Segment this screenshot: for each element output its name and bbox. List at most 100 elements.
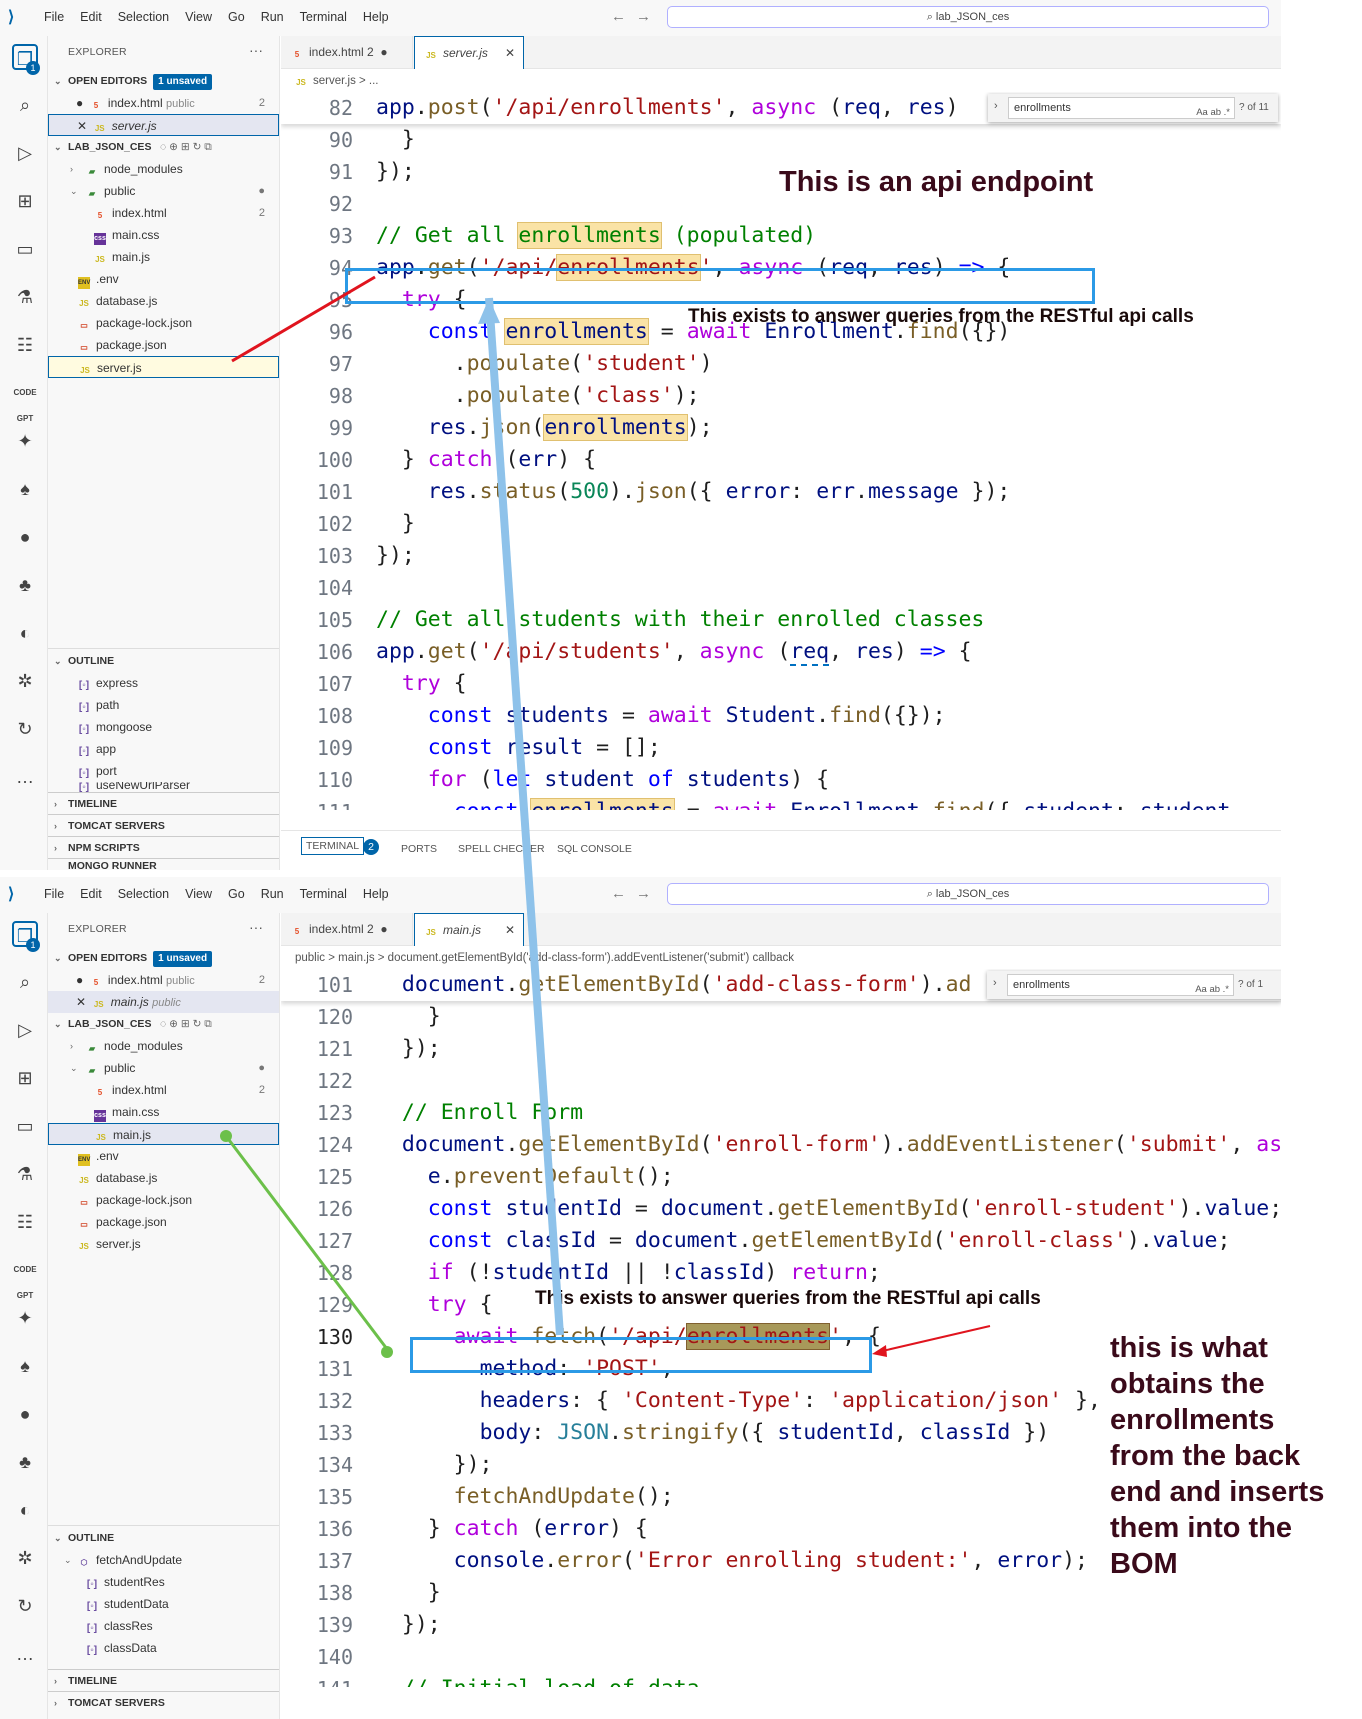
outline-item[interactable]: [◦]port bbox=[48, 760, 279, 782]
timeline-icon[interactable]: ◐ bbox=[19, 623, 31, 643]
explorer-more-icon[interactable]: ··· bbox=[249, 919, 263, 935]
live-share-icon[interactable]: ↻ bbox=[17, 1596, 33, 1616]
tree-public[interactable]: ⌄▰public● bbox=[48, 1057, 279, 1079]
toggle-replace-icon[interactable]: › bbox=[993, 977, 997, 989]
mongodb-leaf-icon[interactable]: ♠ bbox=[20, 479, 30, 499]
tab-spell-checker[interactable]: SPELL CHECKER bbox=[458, 843, 545, 855]
timeline-section[interactable]: ›TIMELINE bbox=[48, 792, 279, 814]
clipboard-icon[interactable]: ☷ bbox=[16, 1212, 34, 1232]
github-icon[interactable]: ● bbox=[19, 527, 31, 547]
run-debug-icon[interactable]: ▷ bbox=[18, 1020, 32, 1040]
outline-item[interactable]: [◦]useNewUrlParser bbox=[48, 782, 279, 792]
explorer-actions-icon[interactable]: ◌ ⊕ ⊞ ↻ ⧉ bbox=[160, 1018, 212, 1030]
menu-edit[interactable]: Edit bbox=[80, 887, 102, 901]
tree-package-json[interactable]: ▭package.json bbox=[48, 334, 279, 356]
explorer-more-icon[interactable]: ··· bbox=[249, 42, 263, 58]
outline-item[interactable]: [◦]classData bbox=[48, 1637, 279, 1659]
python-icon[interactable]: ♣ bbox=[19, 575, 31, 595]
tree-public[interactable]: ⌄▰public● bbox=[48, 180, 279, 202]
tab-ports[interactable]: PORTS bbox=[401, 843, 437, 855]
project-section[interactable]: ⌄LAB_JSON_CES◌ ⊕ ⊞ ↻ ⧉ bbox=[48, 136, 279, 158]
tree-env[interactable]: ENV.env bbox=[48, 1145, 279, 1167]
find-options[interactable]: Aa ab .* bbox=[1195, 984, 1229, 995]
outline-item[interactable]: [◦]studentData bbox=[48, 1593, 279, 1615]
outline-item[interactable]: [◦]path bbox=[48, 694, 279, 716]
timeline-icon[interactable]: ◐ bbox=[19, 1500, 31, 1520]
live-share-icon[interactable]: ↻ bbox=[17, 719, 33, 739]
kubernetes-icon[interactable]: ✲ bbox=[17, 671, 33, 691]
mongodb-leaf-icon[interactable]: ♠ bbox=[20, 1356, 30, 1376]
run-debug-icon[interactable]: ▷ bbox=[18, 143, 32, 163]
remote-explorer-icon[interactable]: ▭ bbox=[16, 1116, 34, 1136]
outline-item-function[interactable]: ⌄⬡fetchAndUpdate bbox=[64, 1553, 183, 1567]
codegpt-icon[interactable]: CODE GPT bbox=[13, 388, 37, 423]
menu-run[interactable]: Run bbox=[260, 10, 284, 24]
project-section[interactable]: ⌄LAB_JSON_CES◌ ⊕ ⊞ ↻ ⧉ bbox=[48, 1013, 279, 1035]
menu-edit[interactable]: Edit bbox=[80, 10, 102, 24]
timeline-section[interactable]: ›TIMELINE bbox=[48, 1669, 279, 1691]
tree-node-modules[interactable]: ›▰node_modules bbox=[70, 162, 183, 176]
clipboard-icon[interactable]: ☷ bbox=[16, 335, 34, 355]
python-icon[interactable]: ♣ bbox=[19, 1452, 31, 1472]
outline-item[interactable]: [◦]express bbox=[48, 672, 279, 694]
close-icon[interactable]: ✕ bbox=[504, 923, 515, 937]
remote-explorer-icon[interactable]: ▭ bbox=[16, 239, 34, 259]
extensions-icon[interactable]: ⊞ bbox=[17, 191, 33, 211]
tomcat-section[interactable]: ›TOMCAT SERVERS bbox=[48, 814, 279, 836]
more-icon[interactable]: … bbox=[16, 1644, 34, 1664]
explorer-actions-icon[interactable]: ◌ ⊕ ⊞ ↻ ⧉ bbox=[160, 141, 212, 153]
menu-view[interactable]: View bbox=[185, 10, 213, 24]
find-options[interactable]: Aa ab .* bbox=[1196, 107, 1230, 118]
menu-terminal[interactable]: Terminal bbox=[299, 10, 347, 24]
menu-help[interactable]: Help bbox=[362, 10, 389, 24]
menu-go[interactable]: Go bbox=[228, 10, 245, 24]
breadcrumb[interactable]: public > main.js > document.getElementBy… bbox=[281, 947, 1281, 969]
menu-help[interactable]: Help bbox=[362, 887, 389, 901]
npm-scripts-section[interactable]: ›NPM SCRIPTS bbox=[48, 836, 279, 858]
close-icon[interactable]: ✕ bbox=[504, 46, 515, 60]
testing-icon[interactable]: ⚗ bbox=[16, 1164, 34, 1184]
extensions-icon[interactable]: ⊞ bbox=[17, 1068, 33, 1088]
command-center-search[interactable]: ⌕ lab_JSON_ces bbox=[667, 6, 1269, 28]
tab-sql-console[interactable]: SQL CONSOLE bbox=[557, 843, 632, 855]
outline-item[interactable]: [◦]mongoose bbox=[48, 716, 279, 738]
menu-view[interactable]: View bbox=[185, 887, 213, 901]
toggle-replace-icon[interactable]: › bbox=[994, 100, 998, 112]
outline-item[interactable]: [◦]classRes bbox=[48, 1615, 279, 1637]
tree-package-lock-json[interactable]: ▭package-lock.json bbox=[48, 312, 279, 334]
menu-selection[interactable]: Selection bbox=[117, 887, 170, 901]
menu-file[interactable]: File bbox=[44, 887, 65, 901]
outline-item[interactable]: [◦]studentRes bbox=[48, 1571, 279, 1593]
command-center-search[interactable]: ⌕ lab_JSON_ces bbox=[667, 883, 1269, 905]
more-icon[interactable]: … bbox=[16, 767, 34, 787]
codegpt-icon[interactable]: CODE GPT bbox=[13, 1265, 37, 1300]
menu-selection[interactable]: Selection bbox=[117, 10, 170, 24]
outline-section[interactable]: ⌄OUTLINE bbox=[48, 650, 279, 672]
tree-env[interactable]: ENV.env bbox=[48, 268, 279, 290]
menu-file[interactable]: File bbox=[44, 10, 65, 24]
kubernetes-icon[interactable]: ✲ bbox=[17, 1548, 33, 1568]
menu-run[interactable]: Run bbox=[260, 887, 284, 901]
github-icon[interactable]: ● bbox=[19, 1404, 31, 1424]
menu-go[interactable]: Go bbox=[228, 887, 245, 901]
